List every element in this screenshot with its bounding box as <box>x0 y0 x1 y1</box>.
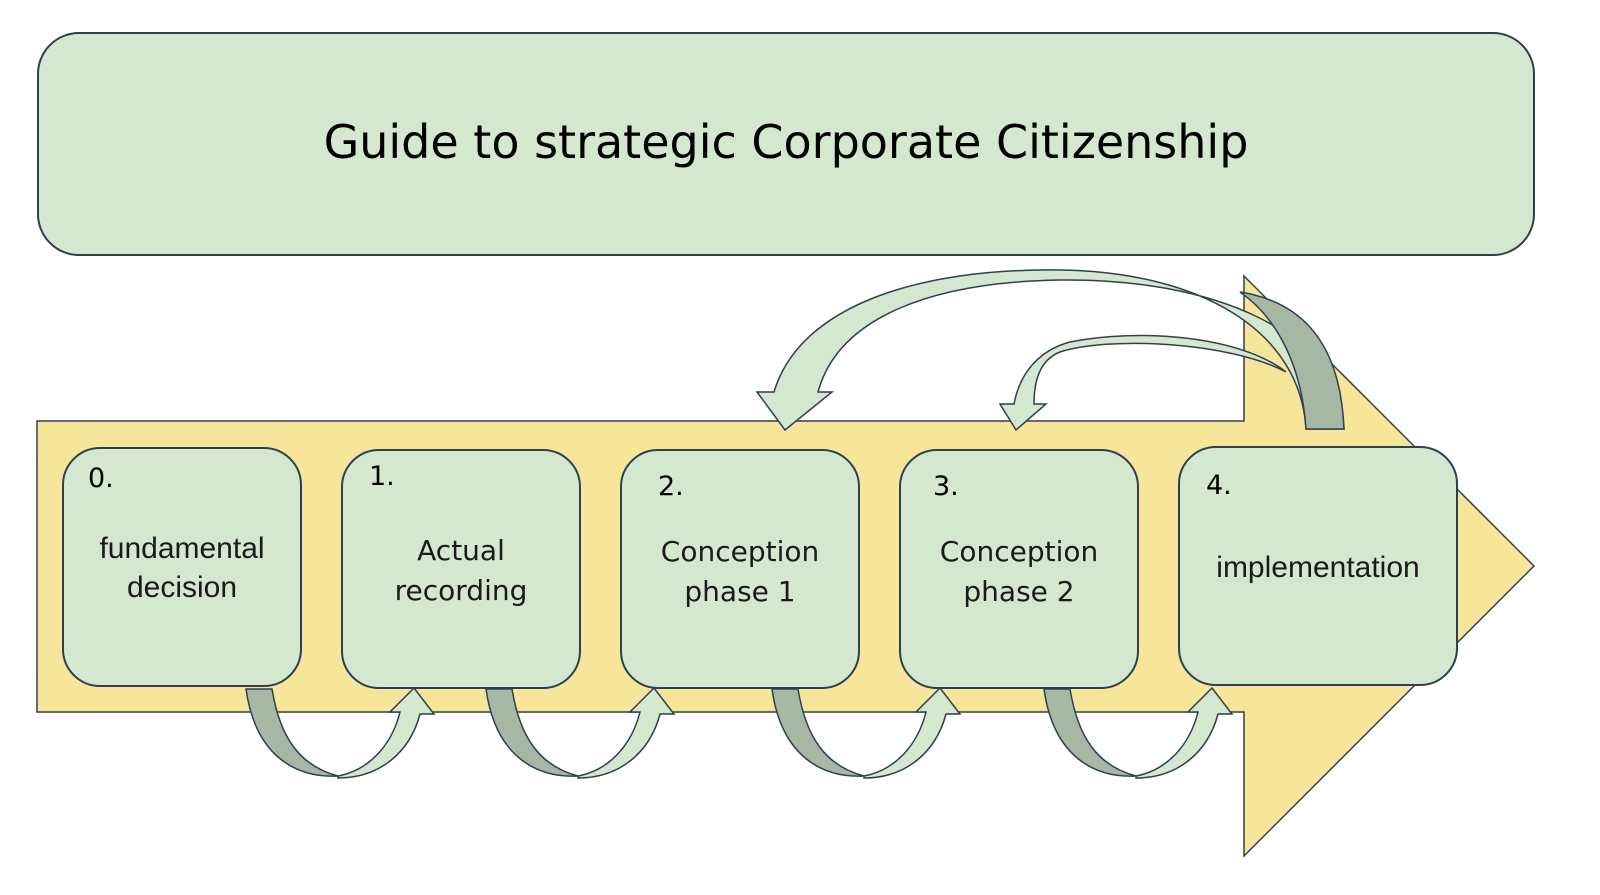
forward-arrow-0-to-1 <box>245 686 436 779</box>
step-label: Actual recording <box>343 531 579 611</box>
feedback-arrow-4-to-2 <box>755 269 1345 432</box>
forward-arrow-3-to-4 <box>1043 686 1234 779</box>
step-box-0: 0. fundamental decision <box>62 447 302 687</box>
step-box-1: 1. Actual recording <box>341 449 581 689</box>
step-number: 4. <box>1206 470 1232 501</box>
step-number: 2. <box>658 471 684 502</box>
step-label: implementation <box>1180 548 1456 587</box>
feedback-arrow-4-to-3 <box>998 334 1287 432</box>
feedback-arrow-4-to-2-shade <box>1239 291 1345 430</box>
step-label: fundamental decision <box>64 529 300 607</box>
forward-arrow-1-to-2 <box>485 686 676 779</box>
step-number: 3. <box>933 471 959 502</box>
page-title: Guide to strategic Corporate Citizenship <box>323 115 1249 169</box>
step-box-4: 4. implementation <box>1178 446 1458 686</box>
step-number: 0. <box>88 463 114 494</box>
step-label: Conception phase 2 <box>901 532 1137 612</box>
forward-arrow-2-to-3 <box>771 686 962 779</box>
step-box-3: 3. Conception phase 2 <box>899 449 1139 689</box>
step-label-line: Conception <box>939 535 1099 568</box>
step-label-line: recording <box>394 574 528 607</box>
step-box-2: 2. Conception phase 1 <box>620 449 860 689</box>
title-banner: Guide to strategic Corporate Citizenship <box>37 32 1535 256</box>
step-label-line: implementation <box>1216 551 1420 584</box>
step-label-line: Conception <box>660 535 820 568</box>
step-label-line: fundamental <box>99 532 265 565</box>
step-label: Conception phase 1 <box>622 532 858 612</box>
step-label-line: phase 1 <box>684 575 796 608</box>
step-label-line: decision <box>126 571 238 604</box>
step-label-line: Actual <box>417 534 505 567</box>
step-label-line: phase 2 <box>963 575 1075 608</box>
step-number: 1. <box>369 461 395 492</box>
